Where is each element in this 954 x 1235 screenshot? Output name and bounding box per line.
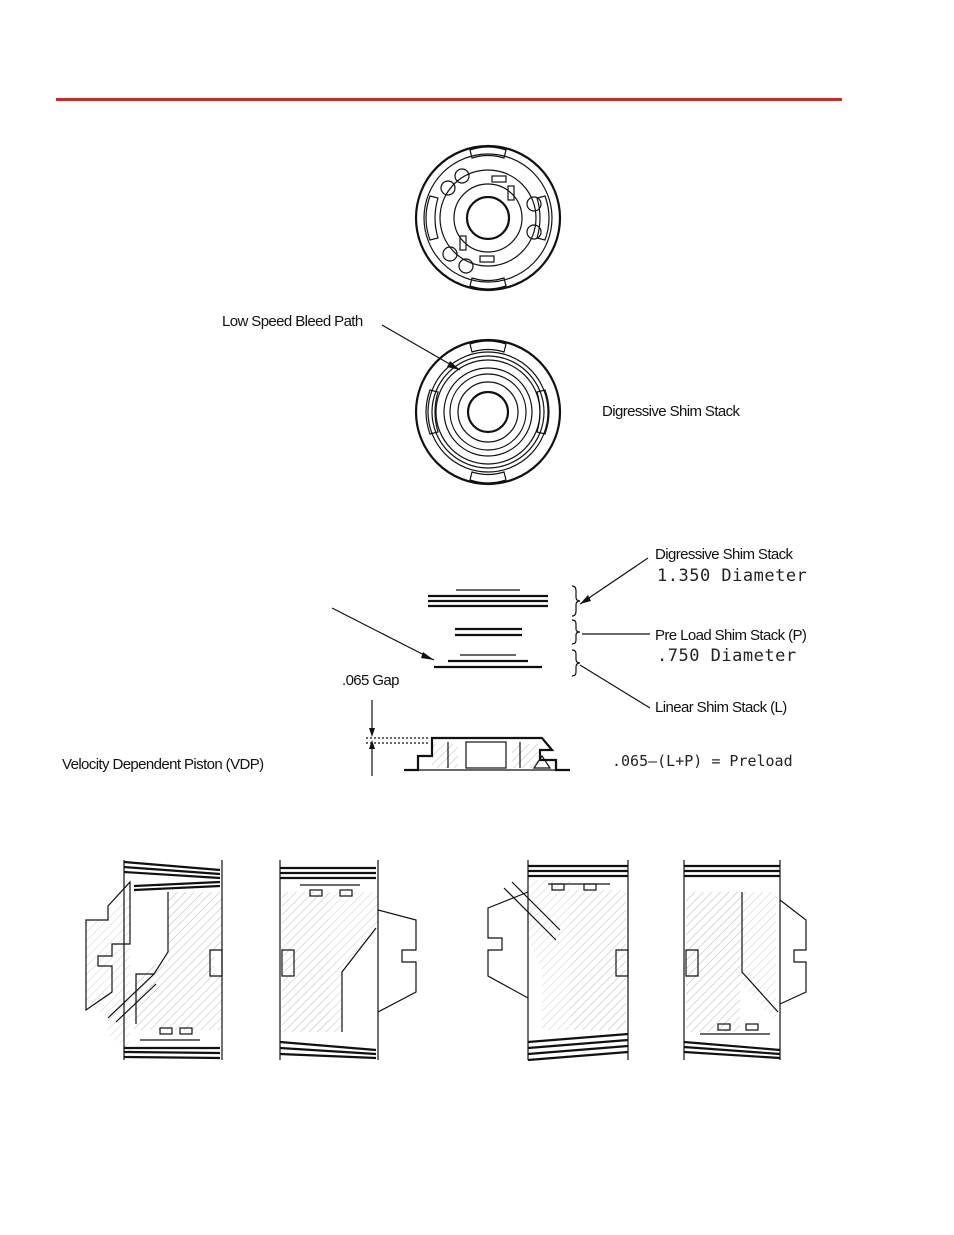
label-linear-shim-stack: Linear Shim Stack (L) — [655, 699, 787, 716]
label-vdp: Velocity Dependent Piston (VDP) — [62, 756, 264, 773]
vdp-section — [404, 738, 570, 770]
piston-shim-view — [416, 340, 560, 484]
label-gap: .065 Gap — [342, 672, 399, 689]
shim-stack-exploded — [428, 586, 580, 676]
label-digressive-shim-stack: Digressive Shim Stack — [655, 546, 794, 563]
gap-dimension — [366, 700, 430, 776]
piston-section-2 — [280, 860, 416, 1060]
label-preload-formula: .065–(L+P) = Preload — [612, 752, 793, 770]
label-digressive-shim-stack-top: Digressive Shim Stack — [602, 403, 741, 420]
label-preload-diameter: .750 Diameter — [657, 646, 797, 666]
label-low-speed-bleed-path: Low Speed Bleed Path — [222, 313, 363, 330]
piston-section-4 — [684, 860, 806, 1060]
header-rule — [56, 98, 842, 101]
label-digressive-diameter: 1.350 Diameter — [657, 566, 807, 586]
piston-top-view — [416, 146, 560, 290]
piston-section-1 — [86, 860, 222, 1060]
label-preload-shim-stack: Pre Load Shim Stack (P) — [655, 627, 807, 644]
piston-section-3 — [488, 860, 628, 1060]
bleed-path-leader — [382, 325, 460, 370]
